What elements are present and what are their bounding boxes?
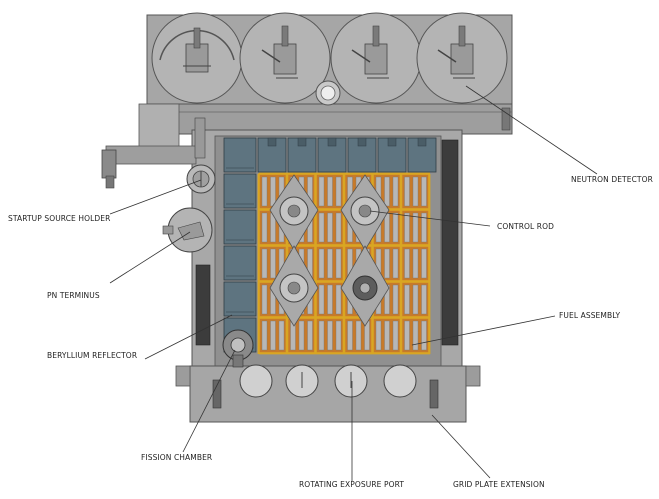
label-neutron-detector: NEUTRON DETECTOR [571,175,653,184]
fuel-assembly [315,281,345,318]
fuel-assembly [372,317,402,354]
startup-source-holder [186,164,216,194]
control-rod-4 [352,275,378,301]
label-grid-plate-extension: GRID PLATE EXTENSION [453,480,545,489]
fuel-assembly [315,173,345,210]
startup-source-arm [101,103,206,189]
reflector-block [223,209,257,245]
fuel-assembly [400,281,430,318]
leader-lines [109,85,598,481]
fuel-assembly [315,209,345,246]
reflector-block [223,137,257,173]
pn-terminus [162,207,213,253]
fuel-assembly [400,245,430,282]
reflector-block [347,137,377,173]
control-rod-1 [279,196,309,226]
reflector-block [223,245,257,281]
reflector-block [223,173,257,209]
fuel-assembly [315,245,345,282]
fuel-assembly [258,317,288,354]
label-control-rod: CONTROL ROD [497,222,554,231]
label-beryllium-reflector: BERYLLIUM REFLECTOR [47,351,137,360]
label-pn-terminus: PN TERMINUS [47,291,100,300]
control-rods [269,174,390,327]
control-rod-3 [279,273,309,303]
fuel-assembly [343,317,373,354]
neutron-detector-2 [239,12,331,104]
label-fuel-assembly: FUEL ASSEMBLY [559,311,620,320]
fission-chamber [222,329,254,368]
fuel-assembly [400,173,430,210]
rotating-exposure-ports [239,364,417,398]
reflector-block [377,137,407,173]
fuel-assembly [400,317,430,354]
beryllium-reflector [223,137,437,353]
label-fission-chamber: FISSION CHAMBER [141,453,212,462]
reflector-block [407,137,437,173]
reflector-block [317,137,347,173]
neutron-detector-4 [416,12,508,104]
label-rotating-exposure-port: ROTATING EXPOSURE PORT [299,480,404,489]
fuel-assembly [286,317,316,354]
neutron-detector-1 [151,12,243,104]
label-startup-source-holder: STARTUP SOURCE HOLDER [8,214,110,223]
reflector-block [257,137,287,173]
control-rod-2 [350,196,380,226]
neutron-detector-3 [330,12,422,104]
grid-plate-extension-block [175,365,481,423]
center-port [315,80,341,106]
fuel-assembly [315,317,345,354]
reflector-block [223,281,257,317]
labels: NEUTRON DETECTOR STARTUP SOURCE HOLDER C… [8,175,653,489]
reflector-block [287,137,317,173]
